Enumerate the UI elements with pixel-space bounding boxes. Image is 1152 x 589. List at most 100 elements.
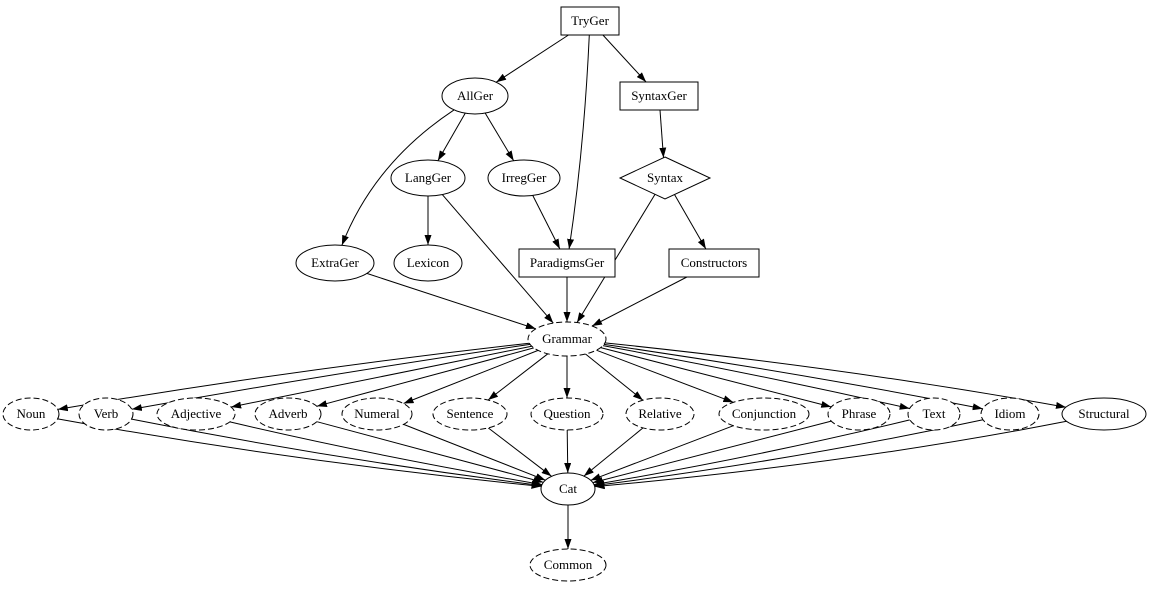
node-label: Verb	[94, 406, 119, 421]
edge-Sentence-Cat	[487, 427, 552, 477]
node-verb: Verb	[78, 397, 134, 431]
adjective-ellipse-shape	[156, 397, 236, 431]
edge-Structural-Cat	[594, 420, 1067, 490]
node-tryger: TryGer	[560, 6, 620, 36]
sentence-ellipse-shape	[432, 397, 508, 431]
syntax-diamond-shape	[618, 156, 712, 200]
tryger-box-shape	[560, 6, 620, 36]
relative-ellipse-shape	[625, 397, 695, 431]
node-question: Question	[530, 397, 604, 431]
node-allger: AllGer	[441, 77, 509, 115]
conjunction-ellipse-shape	[718, 397, 810, 431]
edge-AllGer-IrregGer	[484, 112, 515, 162]
node-label: Syntax	[647, 170, 684, 185]
langger-ellipse-shape	[390, 159, 466, 197]
node-label: Cat	[559, 481, 577, 496]
edge-Noun-Cat	[57, 418, 542, 489]
extrager-ellipse-shape	[295, 244, 375, 282]
edge-Grammar-Structural	[604, 342, 1067, 409]
node-conjunction: Conjunction	[718, 397, 810, 431]
syntaxger-box-shape	[619, 81, 699, 111]
paradigmsger-box-shape	[518, 248, 616, 278]
node-noun: Noun	[2, 397, 60, 431]
node-label: Relative	[638, 406, 682, 421]
edge-IrregGer-ParadigmsGer	[532, 195, 561, 250]
edge-Conjunction-Cat	[590, 425, 734, 481]
edge-SyntaxGer-Syntax	[659, 109, 667, 158]
edge-Syntax-Constructors	[674, 194, 707, 250]
edge-Grammar-Conjunction	[596, 349, 734, 403]
edge-Idiom-Cat	[594, 419, 984, 488]
node-label: ExtraGer	[311, 255, 359, 270]
edge-TryGer-SyntaxGer	[602, 34, 647, 83]
node-label: Grammar	[542, 331, 592, 346]
node-lexicon: Lexicon	[393, 244, 463, 282]
edge-Relative-Cat	[583, 427, 644, 477]
node-cat: Cat	[540, 472, 596, 506]
edge-Grammar-Noun	[57, 342, 530, 412]
node-common: Common	[529, 548, 607, 582]
lexicon-ellipse-shape	[393, 244, 463, 282]
node-label: SyntaxGer	[631, 88, 687, 103]
edge-ExtraGer-Grammar	[366, 272, 536, 330]
edge-AllGer-LangGer	[437, 112, 466, 161]
edge-Phrase-Cat	[592, 420, 832, 484]
node-text: Text	[907, 397, 961, 431]
node-label: AllGer	[457, 88, 494, 103]
noun-ellipse-shape	[2, 397, 60, 431]
node-label: Structural	[1078, 406, 1130, 421]
node-langger: LangGer	[390, 159, 466, 197]
structural-ellipse-shape	[1061, 397, 1147, 431]
edge-Constructors-Grammar	[591, 276, 688, 327]
edge-Numeral-Cat	[403, 423, 546, 481]
edge-Adjective-Cat	[229, 421, 543, 487]
node-label: Adjective	[171, 406, 222, 421]
node-label: Sentence	[447, 406, 494, 421]
grammar-ellipse-shape	[527, 321, 607, 357]
node-adverb: Adverb	[254, 397, 322, 431]
node-label: Constructors	[681, 255, 747, 270]
irregger-ellipse-shape	[487, 159, 561, 197]
node-syntax: Syntax	[618, 156, 712, 200]
allger-ellipse-shape	[441, 77, 509, 115]
edge-Adverb-Cat	[316, 421, 544, 484]
node-label: IrregGer	[502, 170, 547, 185]
node-label: Conjunction	[732, 406, 797, 421]
edge-Question-Cat	[564, 429, 572, 474]
edge-Syntax-Grammar	[576, 194, 656, 323]
node-label: Phrase	[842, 406, 877, 421]
edge-TryGer-ParadigmsGer	[567, 34, 590, 250]
edge-TryGer-AllGer	[495, 34, 569, 83]
node-constructors: Constructors	[668, 248, 760, 278]
node-label: Idiom	[994, 406, 1025, 421]
node-label: Adverb	[269, 406, 308, 421]
node-label: Lexicon	[407, 255, 450, 270]
node-structural: Structural	[1061, 397, 1147, 431]
text-ellipse-shape	[907, 397, 961, 431]
node-paradigmsger: ParadigmsGer	[518, 248, 616, 278]
node-irregger: IrregGer	[487, 159, 561, 197]
edge-Grammar-Numeral	[403, 349, 539, 404]
node-label: Question	[544, 406, 591, 421]
constructors-box-shape	[668, 248, 760, 278]
node-idiom: Idiom	[980, 397, 1040, 431]
idiom-ellipse-shape	[980, 397, 1040, 431]
node-relative: Relative	[625, 397, 695, 431]
node-phrase: Phrase	[827, 397, 891, 431]
edge-layer	[57, 34, 1067, 549]
edge-Grammar-Phrase	[600, 347, 832, 408]
edge-Grammar-Sentence	[487, 353, 549, 401]
node-label: ParadigmsGer	[530, 255, 605, 270]
edge-Grammar-Adjective	[231, 345, 532, 409]
node-label: Noun	[17, 406, 46, 421]
node-extrager: ExtraGer	[295, 244, 375, 282]
node-label: TryGer	[571, 13, 609, 28]
verb-ellipse-shape	[78, 397, 134, 431]
node-label: Text	[923, 406, 946, 421]
edge-Text-Cat	[593, 419, 910, 487]
node-grammar: Grammar	[527, 321, 607, 357]
node-label: LangGer	[405, 170, 452, 185]
